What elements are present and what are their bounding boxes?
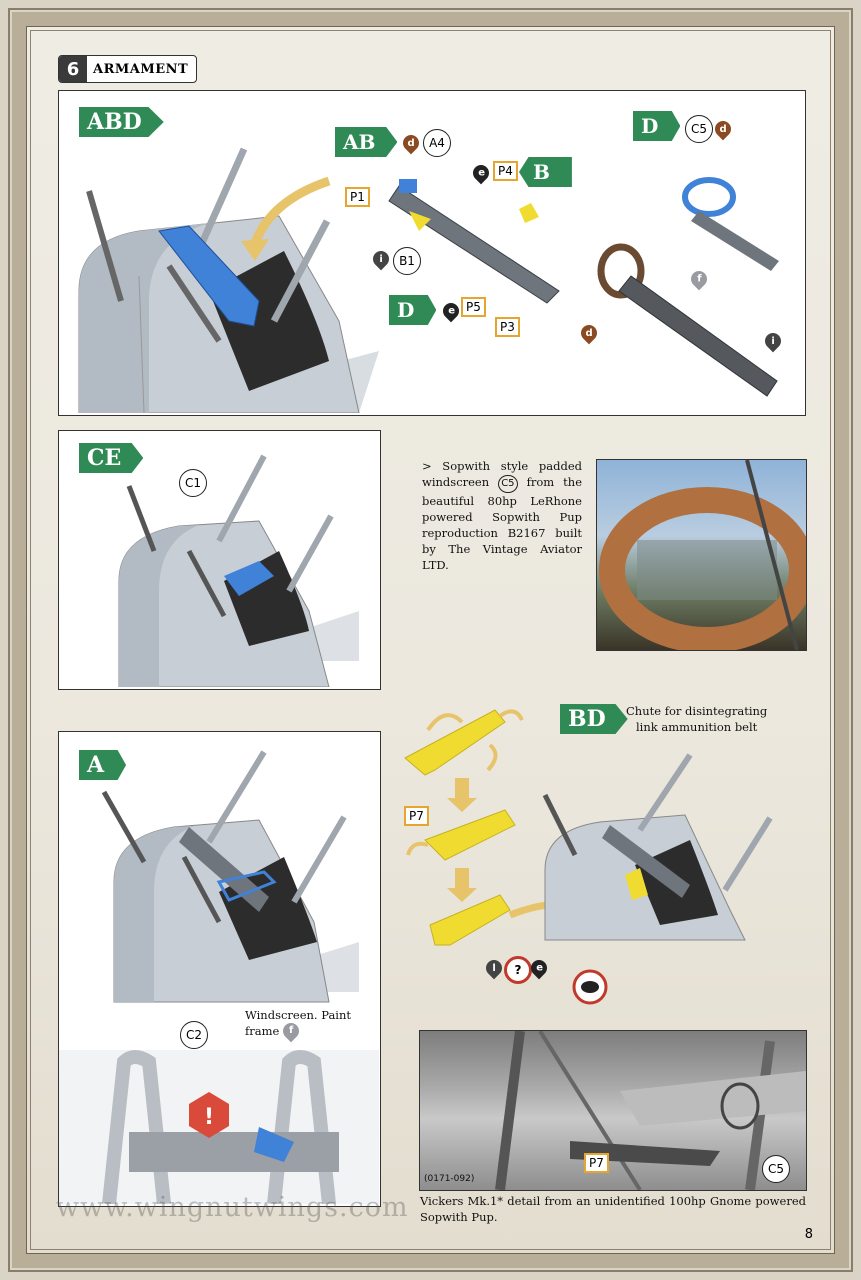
photo-caption: Vickers Mk.1* detail from an unidentifie… bbox=[420, 1194, 806, 1224]
historical-photo: (0171-092) P7 C5 bbox=[419, 1030, 807, 1191]
flag-d-left: D bbox=[389, 295, 437, 325]
page-number: 8 bbox=[804, 1227, 813, 1242]
callout-b1: B1 bbox=[393, 247, 421, 275]
callout-a4: A4 bbox=[423, 129, 451, 157]
windscreen-description: > Sopwith style padded windscreen C5 fro… bbox=[422, 458, 582, 573]
callout-c1: C1 bbox=[179, 469, 207, 497]
part-tag-p5: P5 bbox=[461, 297, 486, 317]
paint-unknown-circle: ? bbox=[504, 956, 532, 984]
chute-note-line2: link ammunition belt bbox=[635, 720, 758, 734]
photo-code: (0171-092) bbox=[424, 1174, 475, 1184]
callout-c2: C2 bbox=[180, 1021, 208, 1049]
svg-text:!: ! bbox=[204, 1105, 214, 1130]
windscreen-note-line1: Windscreen. Paint bbox=[245, 1008, 352, 1022]
historical-photo-drawing bbox=[495, 1031, 806, 1190]
chute-note-line1: Chute for disintegrating bbox=[626, 704, 768, 718]
fuselage-illustration-a: ! bbox=[59, 750, 379, 1204]
flag-ce: CE bbox=[79, 443, 144, 473]
description-line2: from the beautiful 80hp LeRhone powered … bbox=[422, 475, 583, 572]
part-tag-p7: P7 bbox=[404, 806, 429, 826]
flag-abd: ABD bbox=[79, 107, 164, 137]
flag-ab: AB bbox=[335, 127, 398, 157]
fuselage-illustration-abd bbox=[78, 147, 779, 413]
part-tag-p1: P1 bbox=[345, 187, 370, 207]
chute-note: Chute for disintegrating link ammunition… bbox=[626, 703, 767, 735]
section-bd: BD Chute for disintegrating link ammunit… bbox=[400, 700, 810, 1010]
windscreen-note-line2: frame bbox=[245, 1024, 280, 1038]
description-line1: > Sopwith style padded windscreen bbox=[422, 459, 582, 489]
chute-illustration bbox=[404, 709, 773, 1005]
website-watermark: www.wingnutwings.com bbox=[56, 1192, 409, 1223]
paint-drop-f-windscreen: f bbox=[280, 1019, 303, 1043]
step-number: 6 bbox=[59, 56, 87, 82]
padded-windscreen-photo bbox=[596, 459, 807, 651]
photo-part-tag-p7: P7 bbox=[584, 1153, 609, 1173]
description-callout-c5: C5 bbox=[498, 475, 518, 493]
page-border bbox=[8, 8, 853, 1272]
panel-ce: CE C1 bbox=[58, 430, 381, 690]
flag-d-right: D bbox=[633, 111, 681, 141]
windscreen-photo-drawing bbox=[599, 460, 806, 650]
flag-bd: BD bbox=[560, 704, 628, 734]
flag-a: A bbox=[79, 750, 127, 780]
step-header: 6 ARMAMENT bbox=[58, 55, 198, 83]
flag-b: B bbox=[519, 157, 572, 187]
part-tag-p4: P4 bbox=[493, 161, 518, 181]
panel-abd: ABD AB d A4 P1 e P4 B i B1 D e P5 P3 D C… bbox=[58, 90, 806, 416]
fuselage-illustration-ce bbox=[118, 454, 359, 687]
callout-c5: C5 bbox=[685, 115, 713, 143]
part-tag-p3: P3 bbox=[495, 317, 520, 337]
page-inner-border bbox=[26, 26, 835, 1254]
panel-a: ! A C2 Windscreen. Paint frame f bbox=[58, 731, 381, 1207]
windscreen-note: Windscreen. Paint frame f bbox=[245, 1007, 352, 1043]
photo-callout-c5: C5 bbox=[762, 1155, 790, 1183]
step-title: ARMAMENT bbox=[93, 61, 189, 77]
page-inner-border-2 bbox=[30, 30, 831, 1250]
